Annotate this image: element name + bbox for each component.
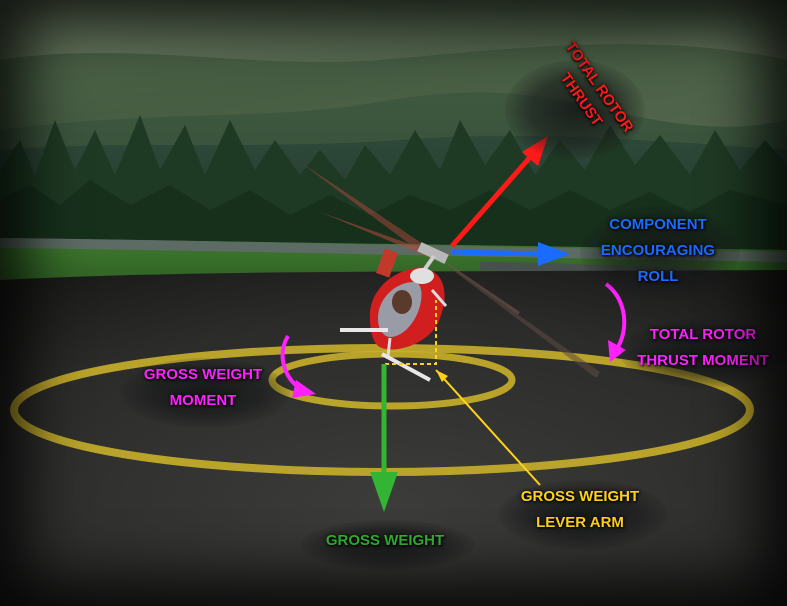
label-line: GROSS WEIGHT: [505, 484, 655, 510]
component-encouraging-roll-label: COMPONENT ENCOURAGING ROLL: [588, 212, 728, 290]
label-line: ROLL: [588, 264, 728, 290]
gross-weight-moment-label: GROSS WEIGHT MOMENT: [128, 362, 278, 414]
total-rotor-thrust-moment-label: TOTAL ROTOR THRUST MOMENT: [628, 322, 778, 374]
label-line: GROSS WEIGHT: [128, 362, 278, 388]
gross-weight-lever-arm-label: GROSS WEIGHT LEVER ARM: [505, 484, 655, 536]
label-line: MOMENT: [128, 388, 278, 414]
label-line: GROSS WEIGHT: [310, 528, 460, 554]
label-line: THRUST MOMENT: [628, 348, 778, 374]
label-line: TOTAL ROTOR: [628, 322, 778, 348]
label-line: COMPONENT: [588, 212, 728, 238]
gross-weight-label: GROSS WEIGHT: [310, 528, 460, 554]
label-line: LEVER ARM: [505, 510, 655, 536]
label-line: ENCOURAGING: [588, 238, 728, 264]
